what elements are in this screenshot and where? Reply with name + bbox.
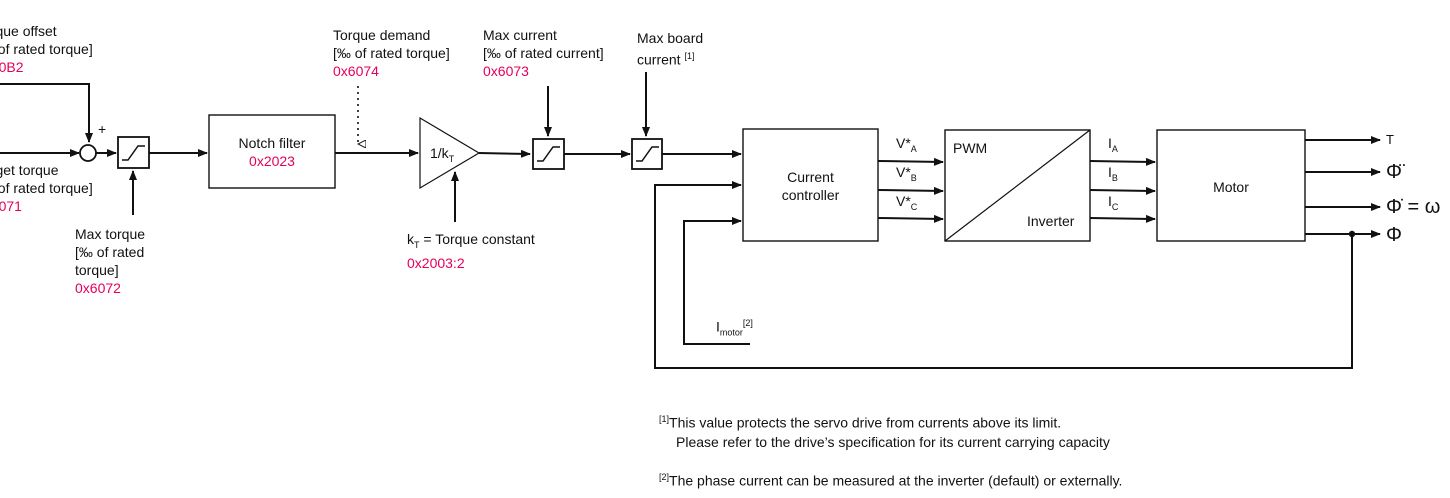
kt-symbol: k bbox=[407, 231, 414, 247]
target-torque-label: Target torque [‰ of rated torque] 0x6071 bbox=[0, 161, 93, 215]
i-motor-main: I bbox=[716, 318, 720, 335]
max-board-current-title: Max board bbox=[637, 30, 704, 46]
torque-offset-label: Torque offset [‰ of rated torque] 0x60B2 bbox=[0, 22, 93, 76]
current-a-sub: A bbox=[1111, 143, 1118, 154]
footnote-ref-2: [2] bbox=[742, 318, 753, 328]
notch-filter-title: Notch filter bbox=[238, 135, 306, 151]
max-torque-unit-2: torque] bbox=[75, 262, 119, 278]
torque-offset-code: 0x60B2 bbox=[0, 59, 24, 75]
footnote-ref-1: [1] bbox=[684, 51, 695, 61]
current-a-label: IA bbox=[1108, 134, 1118, 158]
current-c-sub: C bbox=[1111, 201, 1119, 212]
current-c-label: IC bbox=[1108, 192, 1118, 216]
torque-constant-label: kT = Torque constant 0x2003:2 bbox=[407, 230, 535, 272]
max-current-title: Max current bbox=[483, 27, 557, 43]
branch-dot bbox=[1348, 230, 1356, 238]
output-torque: T bbox=[1386, 132, 1394, 147]
motor-label: Motor bbox=[1213, 179, 1249, 195]
current-controller-block bbox=[742, 128, 879, 242]
target-torque-code: 0x6071 bbox=[0, 198, 22, 214]
gain-block bbox=[419, 116, 481, 190]
v-ref-c-main: V* bbox=[896, 193, 911, 209]
torque-offset-line bbox=[0, 83, 93, 143]
torque-demand-unit: [‰ of rated torque] bbox=[333, 45, 450, 61]
max-torque-unit-1: [‰ of rated bbox=[75, 244, 145, 260]
gain-text: 1/k bbox=[430, 145, 449, 161]
motor-block bbox=[1156, 129, 1306, 242]
torque-offset-unit: [‰ of rated torque] bbox=[0, 41, 93, 57]
max-board-current-label: Max board current [1] bbox=[637, 29, 703, 69]
notch-filter-block bbox=[208, 114, 336, 189]
gain-subscript: T bbox=[448, 153, 455, 164]
torque-constant-code: 0x2003:2 bbox=[407, 254, 465, 271]
torque-offset-title: Torque offset bbox=[0, 23, 57, 39]
max-board-current-title-2: current bbox=[637, 51, 681, 68]
notch-filter-code: 0x2023 bbox=[249, 153, 295, 169]
footnote-2: [2]The phase current can be measured at … bbox=[659, 468, 1122, 491]
kt-text: = Torque constant bbox=[419, 231, 535, 247]
torque-demand-code: 0x6074 bbox=[333, 63, 379, 79]
current-a-main: I bbox=[1108, 135, 1112, 151]
footnote-2-line-1: The phase current can be measured at the… bbox=[669, 472, 1123, 489]
current-b-sub: B bbox=[1111, 172, 1118, 183]
position-feedback-line bbox=[654, 181, 1353, 369]
current-controller-line-2: controller bbox=[781, 187, 840, 203]
v-ref-b-sub: B bbox=[910, 172, 917, 183]
max-torque-title: Max torque bbox=[75, 226, 146, 242]
i-motor-feedback-line bbox=[683, 217, 750, 345]
output-acceleration: Φ̈ bbox=[1386, 161, 1402, 183]
v-ref-c-sub: C bbox=[910, 201, 918, 212]
current-controller-label: Current controller bbox=[743, 168, 878, 204]
max-current-code: 0x6073 bbox=[483, 63, 529, 79]
v-ref-a-label: V*A bbox=[896, 134, 917, 158]
current-b-main: I bbox=[1108, 164, 1112, 180]
pwm-label: PWM bbox=[953, 140, 988, 156]
v-ref-b-label: V*B bbox=[896, 163, 917, 187]
max-current-label: Max current [‰ of rated current] 0x6073 bbox=[483, 26, 604, 80]
current-b-label: IB bbox=[1108, 163, 1118, 187]
footnote-1-line-1: This value protects the servo drive from… bbox=[669, 414, 1062, 431]
summing-junction bbox=[79, 144, 97, 162]
kt-subscript: T bbox=[414, 239, 420, 250]
i-motor-label: Imotor[2] bbox=[716, 314, 753, 341]
pwm-inverter-block bbox=[944, 129, 1091, 242]
max-current-unit: [‰ of rated current] bbox=[483, 45, 604, 61]
footnote-1-ref: [1] bbox=[659, 414, 670, 424]
sum-plus-sign: + bbox=[98, 121, 107, 137]
v-ref-c-label: V*C bbox=[896, 192, 917, 216]
target-torque-unit: [‰ of rated torque] bbox=[0, 180, 93, 196]
output-velocity: Φ̇ = ω bbox=[1386, 196, 1441, 218]
max-torque-label: Max torque [‰ of rated torque] 0x6072 bbox=[75, 225, 145, 297]
current-controller-line-1: Current bbox=[787, 169, 834, 185]
gain-label: 1/kT bbox=[430, 144, 454, 168]
notch-filter-label: Notch filter 0x2023 bbox=[209, 134, 335, 170]
max-torque-code: 0x6072 bbox=[75, 280, 121, 296]
footnote-1-line-2: Please refer to the drive’s specificatio… bbox=[676, 433, 1110, 450]
torque-demand-label: Torque demand [‰ of rated torque] 0x6074 bbox=[333, 26, 450, 80]
footnote-2-ref: [2] bbox=[659, 472, 670, 482]
output-position: Φ bbox=[1386, 224, 1402, 246]
v-ref-a-main: V* bbox=[896, 135, 911, 151]
current-c-main: I bbox=[1108, 193, 1112, 209]
torque-demand-title: Torque demand bbox=[333, 27, 431, 43]
i-motor-sub: motor bbox=[719, 327, 743, 338]
target-torque-title: Target torque bbox=[0, 162, 59, 178]
footnote-1: [1]This value protects the servo drive f… bbox=[659, 410, 1110, 452]
v-ref-b-main: V* bbox=[896, 164, 911, 180]
v-ref-a-sub: A bbox=[910, 143, 917, 154]
inverter-label: Inverter bbox=[1027, 213, 1075, 229]
